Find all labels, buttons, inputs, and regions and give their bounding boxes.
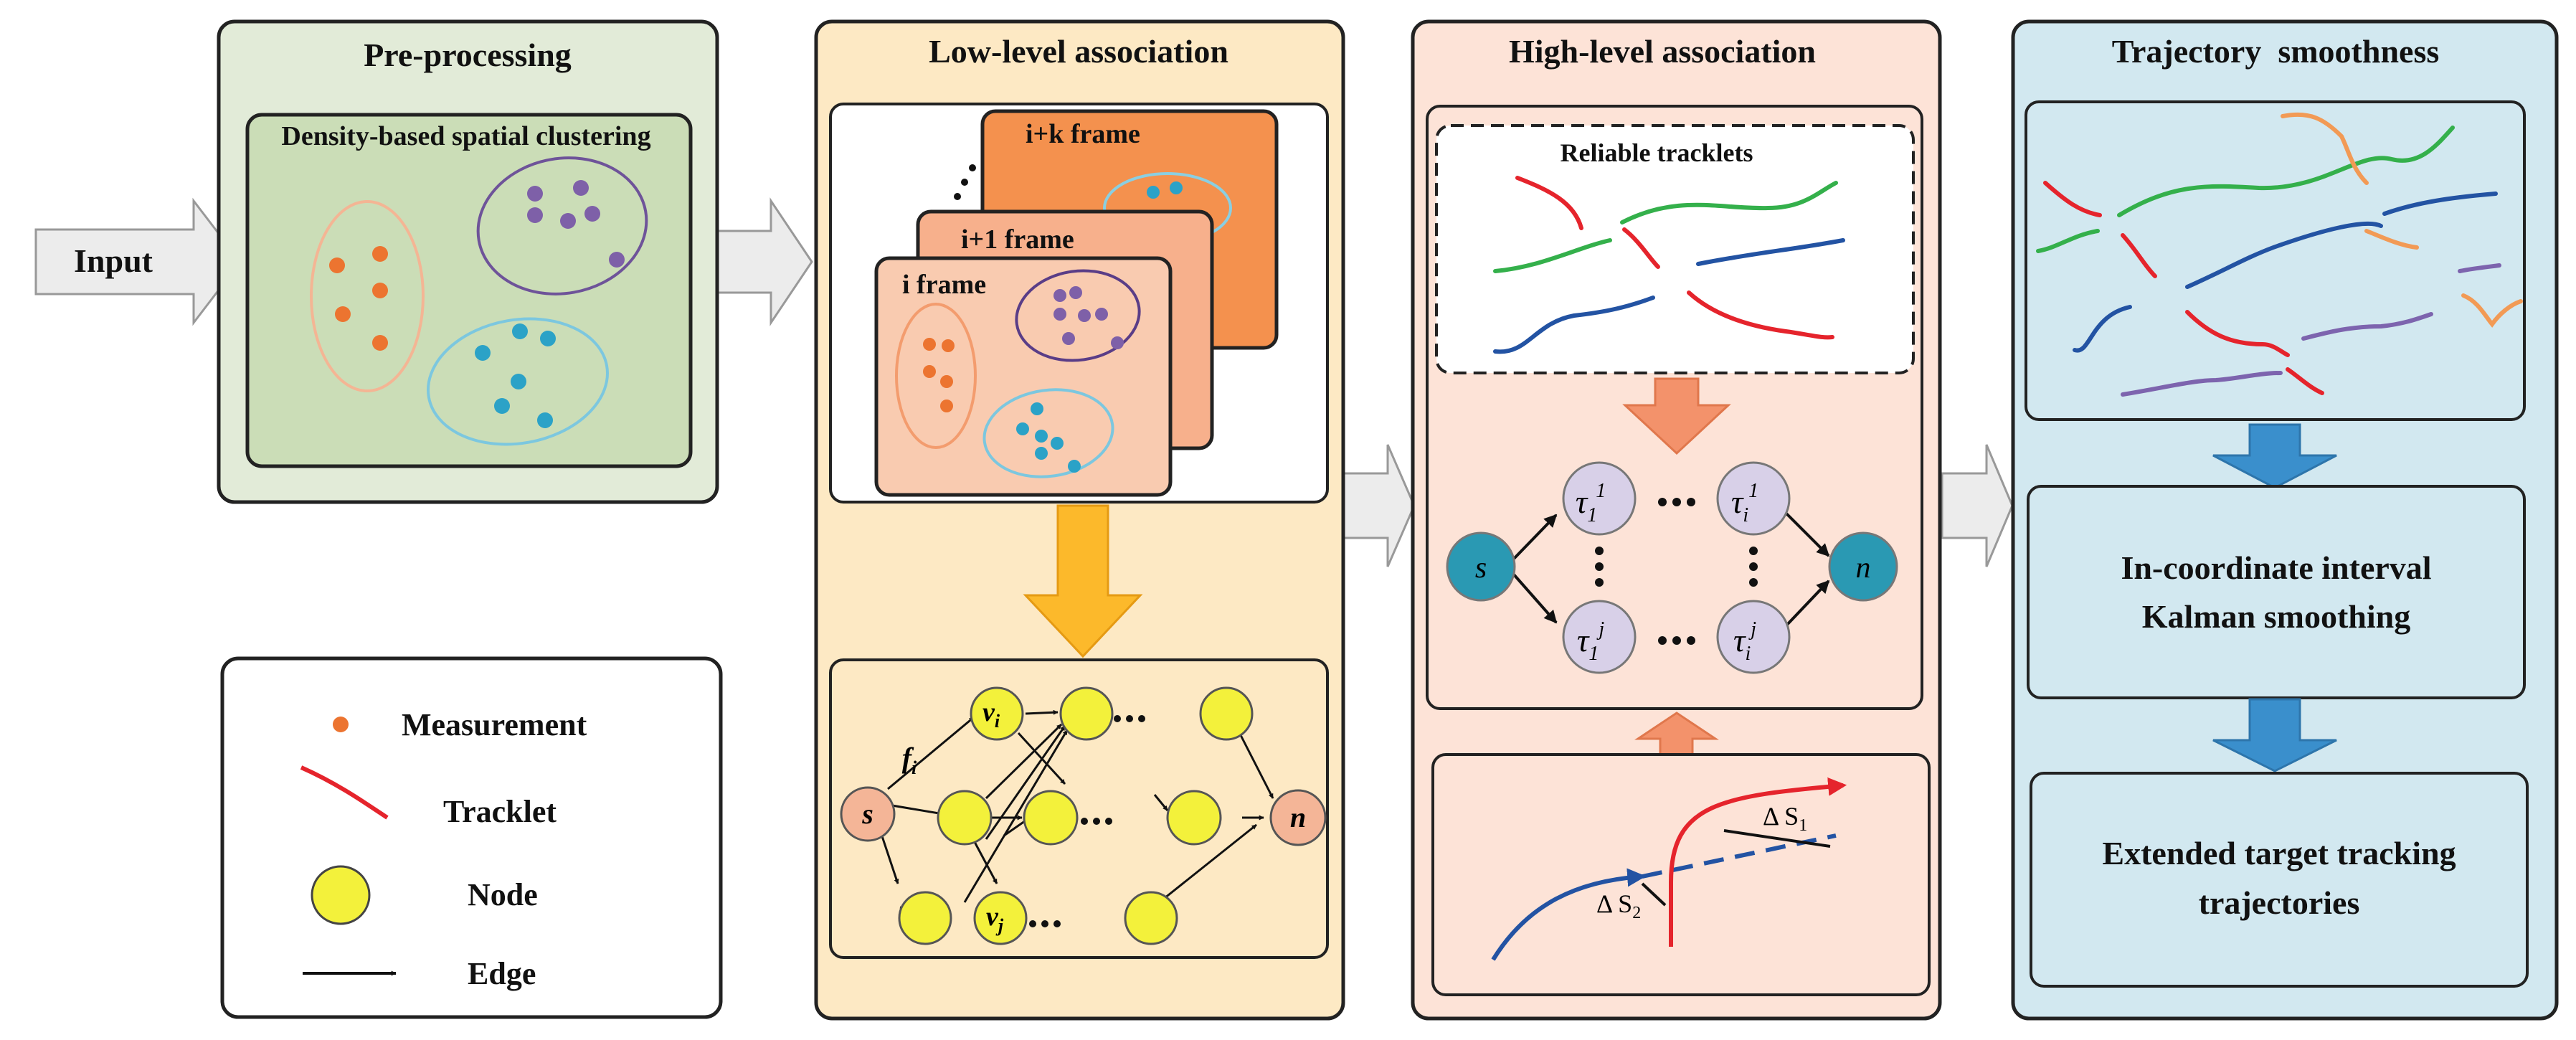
ll-node-a3	[1199, 686, 1254, 741]
kalman-line-2: Kalman smoothing	[2141, 598, 2411, 635]
hl-sink-label: n	[1856, 552, 1871, 585]
low-level-graph-dots	[1029, 715, 1145, 927]
high-level-graph-dots	[1595, 498, 1758, 645]
ll-node-sink	[1269, 789, 1327, 846]
kalman-box	[2027, 485, 2526, 699]
legend-tracklet-label: Tracklet	[443, 794, 557, 829]
high-level-title: High-level association	[1508, 33, 1817, 70]
smooth-down-arrow-1	[2212, 423, 2337, 489]
high-level-graph-nodes	[1446, 461, 1898, 674]
delta-s1-label: Δ S1	[1763, 802, 1807, 835]
frame-ellipsis-dots	[954, 164, 976, 200]
stage-arrow-3	[1941, 444, 2014, 567]
ll-node-b1	[937, 790, 993, 846]
delta-s2-label: Δ S2	[1596, 889, 1641, 922]
preprocessing-title: Pre-processing	[364, 37, 572, 73]
legend-tracklet-icon	[300, 765, 389, 820]
high-level-graph-edges	[1512, 511, 1830, 628]
ll-node-vi	[970, 686, 1024, 741]
stage-arrow-1	[716, 197, 813, 326]
hl-node-ij-label: τij	[1733, 618, 1756, 665]
ll-flow-label: fi	[902, 742, 917, 778]
hl-node-1j-label: τ1j	[1577, 618, 1604, 665]
hl-node-i1-label: τi1	[1731, 480, 1758, 526]
smoothness-title: Trajectory smoothness	[2111, 33, 2440, 70]
hl-node-sink	[1828, 531, 1898, 602]
low-level-down-arrow	[1023, 504, 1143, 658]
ll-node-b3	[1166, 790, 1222, 846]
ll-vi-label: vi	[982, 697, 1000, 732]
stage-arrow-2	[1341, 444, 1416, 567]
smoothed-tracks-panel	[2025, 100, 2526, 421]
hl-node-i1	[1716, 461, 1791, 536]
clustering-title: Density-based spatial clustering	[281, 121, 651, 151]
legend-node-icon	[311, 865, 371, 925]
legend-node-label: Node	[468, 877, 538, 912]
frame-i	[874, 256, 1173, 497]
reliable-tracklets-title: Reliable tracklets	[1560, 138, 1753, 167]
hl-source-label: s	[1475, 552, 1487, 585]
reliable-tracklets-box	[1435, 124, 1915, 374]
reliable-down-arrow	[1622, 377, 1731, 455]
hl-node-ij	[1716, 600, 1791, 674]
legend-measurement-icon	[333, 717, 349, 732]
output-box	[2030, 772, 2529, 988]
ll-vj-label: vj	[986, 902, 1004, 936]
hl-node-11-label: τ11	[1576, 480, 1606, 526]
cluster-orange	[310, 200, 425, 392]
output-line-2: trajectories	[2198, 884, 2360, 921]
connection-panel	[1431, 753, 1931, 996]
ll-node-vj	[973, 891, 1028, 945]
legend-panel	[220, 656, 723, 1019]
clustering-panel	[245, 113, 693, 468]
frame-i-label: i frame	[902, 270, 987, 300]
smooth-down-arrow-2	[2212, 698, 2337, 772]
high-level-up-arrow	[1634, 712, 1719, 756]
ll-sink-label: n	[1290, 801, 1306, 833]
legend-measurement-label: Measurement	[402, 707, 587, 742]
low-level-graph-nodes	[840, 686, 1327, 945]
cluster-purple	[476, 156, 648, 296]
hl-node-11	[1562, 461, 1637, 536]
input-label: Input	[74, 242, 153, 279]
legend-edge-label: Edge	[468, 956, 536, 991]
kalman-line-1: In-coordinate interval	[2121, 549, 2432, 586]
reliable-tracklets	[1493, 176, 1845, 354]
frame-i1-label: i+1 frame	[961, 224, 1074, 255]
ll-node-c1	[898, 891, 952, 945]
connection-tracks	[1491, 777, 1847, 961]
cluster-cyan	[427, 317, 609, 446]
ll-node-b2	[1023, 790, 1079, 846]
hl-node-source	[1446, 531, 1516, 602]
low-level-title: Low-level association	[929, 33, 1228, 70]
ll-node-source	[840, 786, 896, 842]
hl-node-1j	[1562, 600, 1637, 674]
low-level-graph-edges	[876, 709, 1274, 916]
output-line-1: Extended target tracking	[2102, 835, 2456, 871]
frame-ik-label: i+k frame	[1026, 119, 1140, 149]
ll-node-a2	[1059, 686, 1114, 741]
ll-source-label: s	[861, 798, 873, 830]
smoothed-tracks	[2036, 112, 2523, 397]
ll-node-c3	[1124, 891, 1178, 945]
